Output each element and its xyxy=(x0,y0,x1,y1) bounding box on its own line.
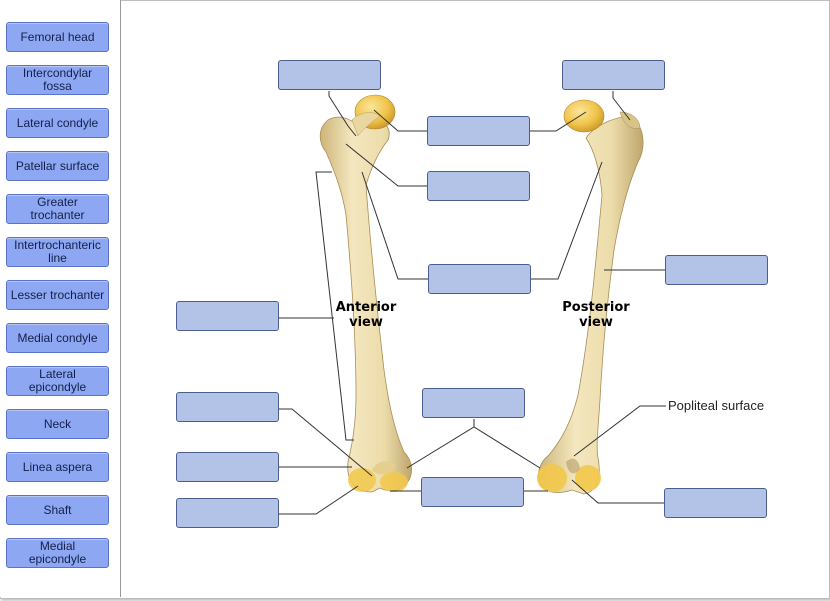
posterior-view-line2: view xyxy=(579,315,613,330)
drop-target-neck[interactable] xyxy=(427,171,530,201)
anterior-view-line1: Anterior xyxy=(335,300,397,315)
leader-line xyxy=(406,426,541,469)
term-femoral-head[interactable]: Femoral head xyxy=(6,22,109,52)
term-medial-epicondyle[interactable]: Medial epicondyle xyxy=(6,538,109,568)
leader-line xyxy=(328,91,357,137)
term-label: Intercondylar fossa xyxy=(22,66,93,93)
leader-line xyxy=(361,171,428,280)
term-label: Medial epicondyle xyxy=(28,539,87,566)
anterior-view-label: Anterior view xyxy=(326,300,406,330)
drop-target-top-right[interactable] xyxy=(562,60,665,90)
leader-lines xyxy=(279,91,666,515)
term-label: Femoral head xyxy=(20,29,95,44)
leader-line xyxy=(315,171,354,441)
term-lateral-epicondyle[interactable]: Lateral epicondyle xyxy=(6,366,109,396)
posterior-femur xyxy=(537,99,644,495)
drop-target-medial-condyle[interactable] xyxy=(664,488,767,518)
drop-target-intertrochanteric[interactable] xyxy=(428,264,531,294)
posterior-view-line1: Posterior xyxy=(562,300,630,315)
term-label: Lateral epicondyle xyxy=(28,367,87,394)
drop-target-patellar[interactable] xyxy=(421,477,524,507)
term-label: Intertrochanteric line xyxy=(14,238,101,265)
term-intertrochanteric-line[interactable]: Intertrochanteric line xyxy=(6,237,109,267)
leader-line xyxy=(373,109,428,132)
popliteal-surface-label: Popliteal surface xyxy=(668,398,765,413)
drop-target-lateral-condyle[interactable] xyxy=(176,452,279,482)
anterior-view-line2: view xyxy=(349,315,383,330)
term-patellar-surface[interactable]: Patellar surface xyxy=(6,151,109,181)
term-label: Neck xyxy=(43,416,72,431)
term-label: Medial condyle xyxy=(17,330,98,345)
drop-target-shaft[interactable] xyxy=(176,301,279,331)
term-label: Patellar surface xyxy=(15,158,100,173)
posterior-view-label: Posterior view xyxy=(556,300,636,330)
drop-target-lateral-epicondyle[interactable] xyxy=(176,392,279,422)
term-neck[interactable]: Neck xyxy=(6,409,109,439)
drop-target-lower-left[interactable] xyxy=(176,498,279,528)
posterior-femoral-head xyxy=(563,99,605,133)
leader-line xyxy=(345,143,428,187)
term-medial-condyle[interactable]: Medial condyle xyxy=(6,323,109,353)
leader-line xyxy=(530,111,587,132)
drop-target-intercondylar[interactable] xyxy=(422,388,525,418)
term-label: Lesser trochanter xyxy=(10,287,105,302)
leader-line xyxy=(279,408,373,477)
term-label: Linea aspera xyxy=(22,459,93,474)
term-label: Lateral condyle xyxy=(16,115,99,130)
term-linea-aspera[interactable]: Linea aspera xyxy=(6,452,109,482)
leader-line xyxy=(573,405,666,457)
leader-line xyxy=(279,485,359,515)
leader-line xyxy=(612,91,631,121)
anterior-femur xyxy=(319,94,412,493)
term-lesser-trochanter[interactable]: Lesser trochanter xyxy=(6,280,109,310)
term-label: Greater trochanter xyxy=(30,195,85,222)
term-bank: Femoral head Intercondylar fossa Lateral… xyxy=(0,0,121,597)
term-lateral-condyle[interactable]: Lateral condyle xyxy=(6,108,109,138)
term-intercondylar-fossa[interactable]: Intercondylar fossa xyxy=(6,65,109,95)
term-label: Shaft xyxy=(43,502,72,517)
drop-target-posterior-shaft[interactable] xyxy=(665,255,768,285)
term-greater-trochanter[interactable]: Greater trochanter xyxy=(6,194,109,224)
drop-target-top-left[interactable] xyxy=(278,60,381,90)
leader-line xyxy=(571,479,664,504)
term-shaft[interactable]: Shaft xyxy=(6,495,109,525)
drop-target-head[interactable] xyxy=(427,116,530,146)
leader-line xyxy=(530,161,603,280)
